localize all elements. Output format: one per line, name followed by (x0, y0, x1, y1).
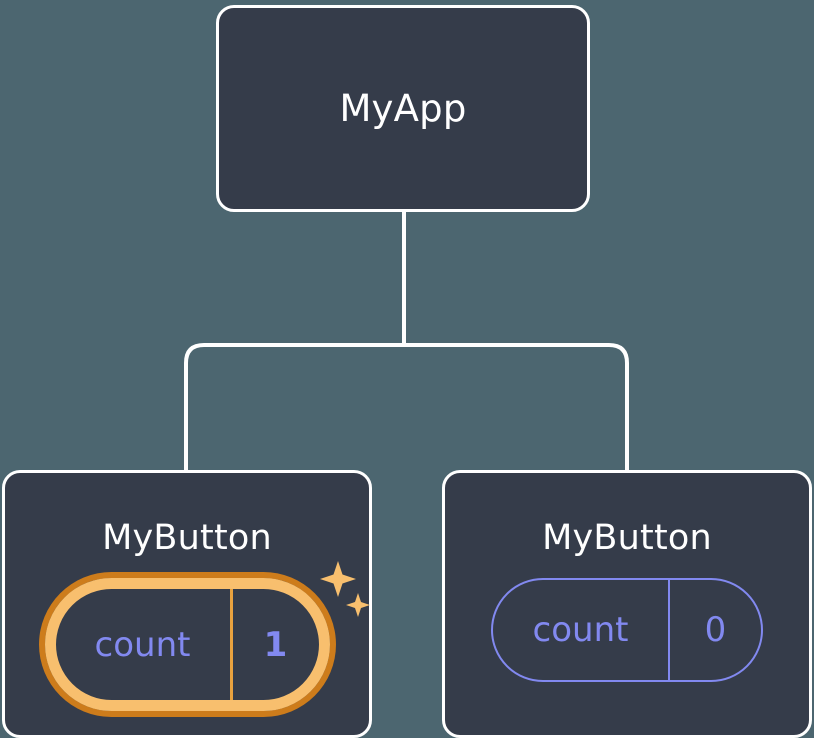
node-title-mybutton-left: MyButton (102, 518, 272, 558)
state-pill-count-left[interactable]: count 1 (44, 578, 330, 711)
state-value-left: 1 (263, 624, 288, 665)
connector-branch-bar (184, 343, 629, 470)
state-pill-divider-left (229, 589, 233, 700)
state-pill-wrap-left: count 1 (5, 578, 369, 711)
node-myapp[interactable]: MyApp (216, 5, 590, 212)
state-value-right: 0 (704, 610, 727, 650)
node-title-myapp: MyApp (339, 87, 467, 130)
state-pill-divider-right (668, 580, 670, 680)
state-key-left: count (94, 624, 191, 665)
state-key-right: count (532, 610, 629, 650)
node-title-mybutton-right: MyButton (542, 518, 712, 558)
node-mybutton-right[interactable]: MyButton count 0 (442, 470, 812, 738)
state-pill-wrap-right: count 0 (445, 578, 809, 682)
node-mybutton-left[interactable]: MyButton count 1 (2, 470, 372, 738)
state-pill-count-right[interactable]: count 0 (491, 578, 763, 682)
